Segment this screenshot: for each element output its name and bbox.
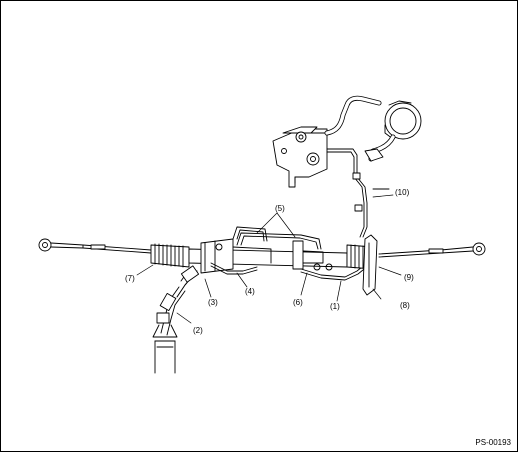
figure-code: PS-00193 (475, 438, 511, 447)
right-tie-rod (378, 242, 486, 258)
leader-lines (136, 194, 402, 324)
callout-1: (1) (330, 302, 340, 311)
left-tie-rod (38, 238, 152, 254)
callout-5: (5) (275, 204, 285, 213)
callout-9: (9) (404, 273, 414, 282)
callout-8: (8) (400, 301, 410, 310)
universal-joint-and-shaft (152, 265, 200, 374)
right-boot (346, 234, 378, 296)
callout-2: (2) (193, 326, 203, 335)
steering-gearbox (188, 226, 369, 281)
callout-10: (10) (395, 188, 410, 197)
callout-6: (6) (293, 298, 303, 307)
callout-7: (7) (125, 274, 135, 283)
left-boot (150, 243, 190, 268)
oil-pump-assembly (272, 95, 422, 238)
callout-3: (3) (208, 298, 218, 307)
callout-4: (4) (245, 287, 255, 296)
